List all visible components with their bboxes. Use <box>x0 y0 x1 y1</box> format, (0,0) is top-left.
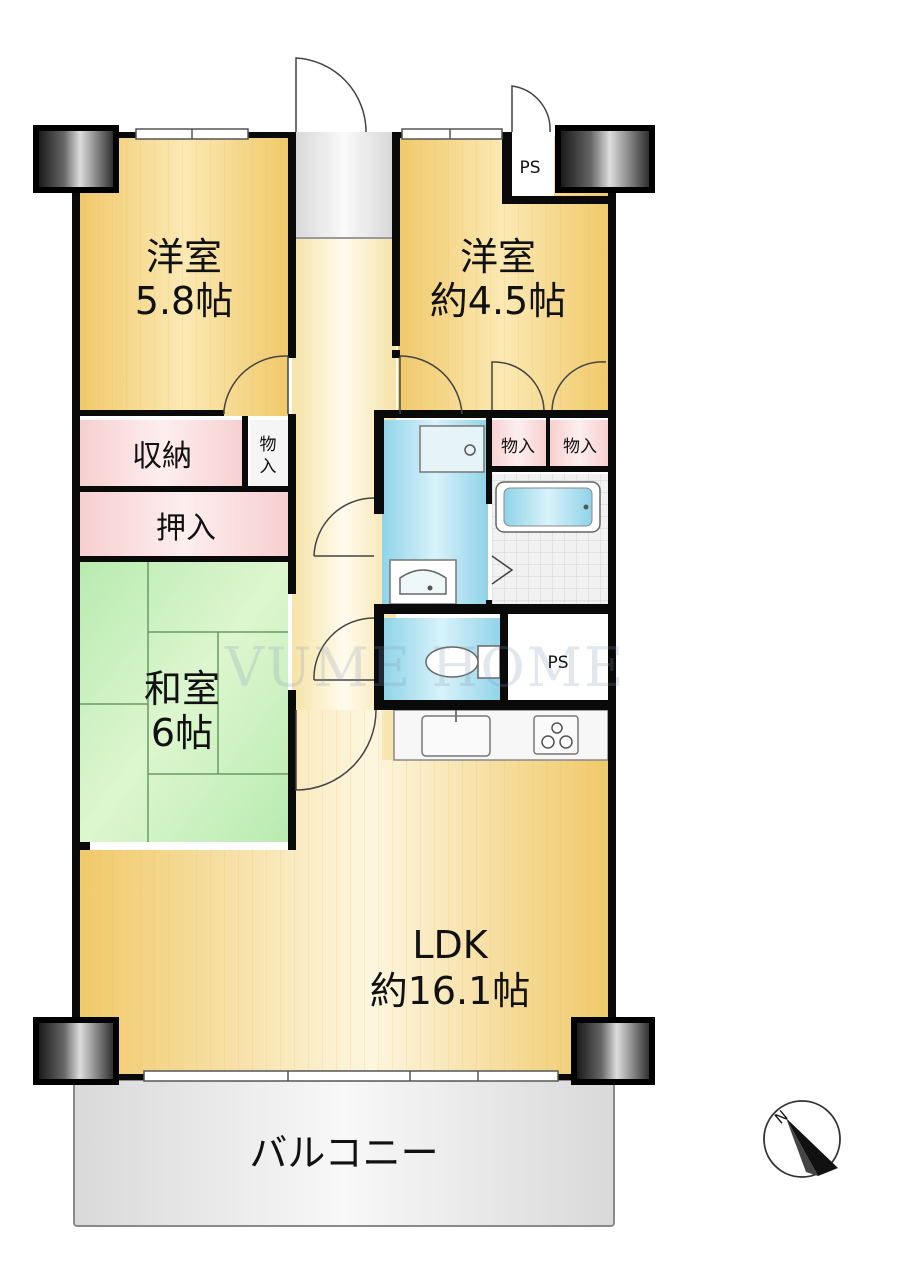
washing-machine-space <box>419 425 485 473</box>
storage-label: 収納 <box>132 439 192 474</box>
ps-mid-floor <box>508 618 608 704</box>
japanese-room-floor <box>80 562 288 842</box>
watermark: VUME HOME <box>224 636 625 699</box>
small-storage-2-floor <box>550 420 608 468</box>
ps-top-floor <box>506 136 554 196</box>
hall-storage-label-top: 物 <box>260 435 277 455</box>
entrance-floor <box>294 132 394 238</box>
hall-storage-floor <box>250 420 288 486</box>
walls <box>72 132 616 1080</box>
tatami-lines <box>80 562 288 842</box>
western-room-a-size: 5.8帖 <box>135 279 233 323</box>
pillars <box>33 125 655 1085</box>
toilet-fixture <box>425 645 501 679</box>
ldk-size: 約16.1帖 <box>370 969 531 1013</box>
small-storage-1-floor <box>490 420 546 468</box>
compass-icon: N <box>763 1100 841 1178</box>
hall-storage-label-bottom: 入 <box>260 457 277 477</box>
western-room-b-size: 約4.5帖 <box>430 279 566 323</box>
western-room-a-name: 洋室 <box>146 235 222 279</box>
ldk-name: LDK <box>412 923 488 967</box>
stove <box>533 715 579 755</box>
closet-floor <box>80 492 288 558</box>
japanese-room-name: 和室 <box>144 667 220 711</box>
western-room-b-name: 洋室 <box>460 235 536 279</box>
ps-top-label: PS <box>519 158 540 178</box>
japanese-room-size: 6帖 <box>151 711 213 755</box>
ps-mid-label: PS <box>547 653 568 673</box>
small-storage-1-label: 物入 <box>501 437 535 457</box>
closet-label: 押入 <box>156 511 216 546</box>
door-swings <box>223 57 607 791</box>
small-storage-2-label: 物入 <box>563 437 597 457</box>
balcony-label: バルコニー <box>249 1131 438 1175</box>
storage-floor <box>80 420 246 486</box>
